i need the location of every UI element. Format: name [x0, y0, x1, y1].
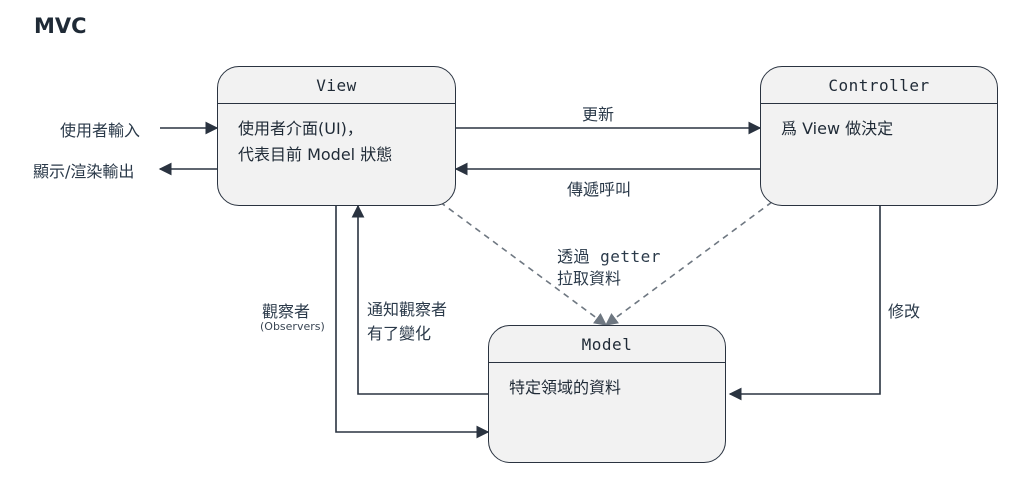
label-getter: 透過 getter 拉取資料	[557, 246, 661, 290]
controller-description: 爲 View 做決定	[781, 119, 894, 138]
label-getter-line1: 透過 getter	[557, 247, 661, 266]
label-notify-line2: 有了變化	[367, 324, 432, 343]
label-notify: 通知觀察者 有了變化	[367, 298, 447, 346]
arrow-getter-view	[439, 201, 608, 326]
controller-header: Controller	[761, 67, 997, 104]
label-getter-line2: 拉取資料	[557, 269, 622, 288]
model-box: Model 特定領域的資料	[488, 325, 726, 463]
arrow-getter-controller	[604, 201, 773, 326]
label-callback: 傳遞呼叫	[567, 180, 632, 199]
label-user-input: 使用者輸入	[60, 121, 141, 140]
label-notify-line1: 通知觀察者	[367, 300, 448, 319]
controller-box: Controller 爲 View 做決定	[760, 66, 998, 206]
label-update: 更新	[582, 105, 615, 124]
label-observers-en: (Observers)	[260, 320, 325, 333]
model-header: Model	[489, 326, 725, 363]
model-description: 特定領域的資料	[509, 378, 622, 397]
label-modify: 修改	[888, 302, 921, 321]
view-description-line1: 使用者介面(UI)，	[238, 119, 363, 138]
view-header: View	[218, 67, 455, 104]
label-observers: 觀察者	[262, 302, 311, 321]
label-display-output: 顯示/渲染輸出	[33, 162, 135, 181]
arrow-observers	[335, 206, 490, 439]
diagram-title: MVC	[34, 14, 87, 38]
arrow-notify	[351, 204, 488, 395]
view-box: View 使用者介面(UI)， 代表目前 Model 狀態	[217, 66, 456, 206]
view-description-line2: 代表目前 Model 狀態	[238, 145, 393, 164]
arrow-modify	[728, 206, 881, 401]
